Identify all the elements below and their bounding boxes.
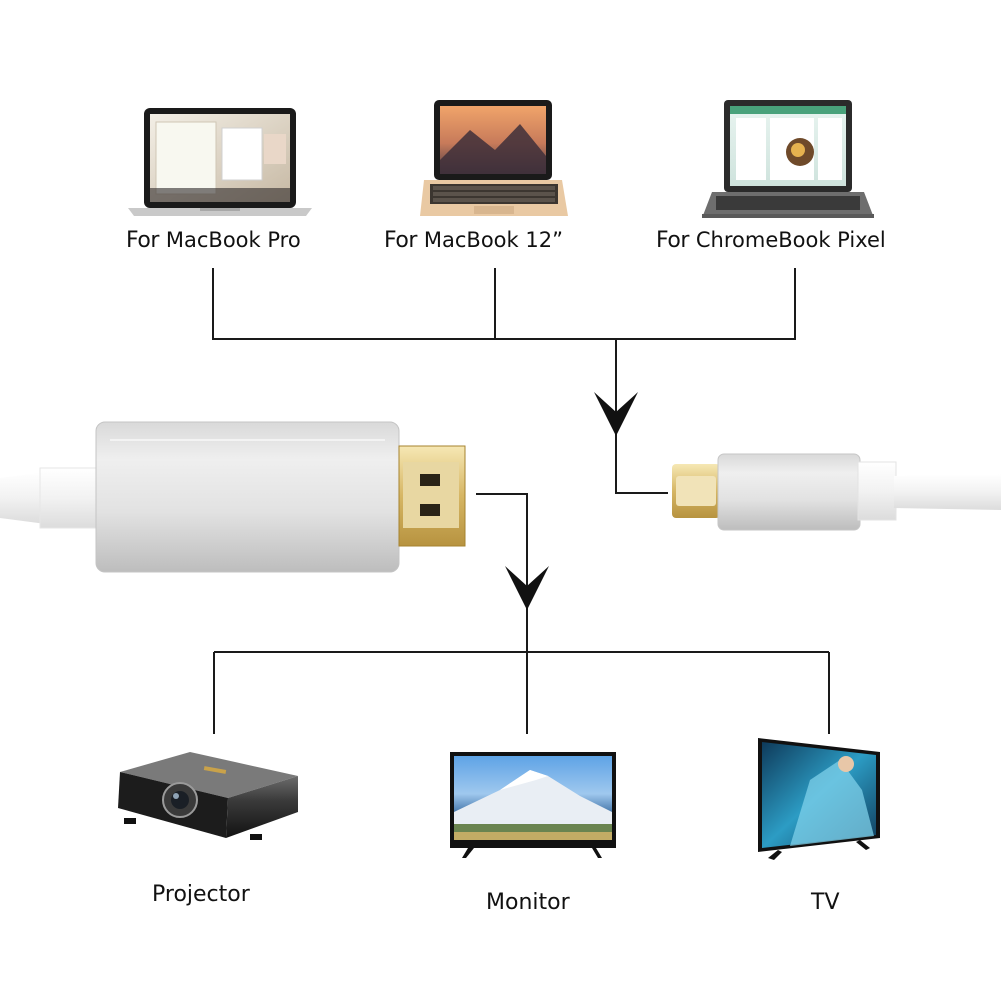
source-label-macbook-pro: For MacBook Pro <box>126 228 301 253</box>
source-prefix: For <box>384 228 417 253</box>
source-name: MacBook Pro <box>165 228 301 252</box>
output-connector-lines <box>213 493 830 734</box>
macbook-pro-icon <box>128 108 312 216</box>
usb-c-connector <box>672 453 1001 531</box>
source-connector-lines <box>212 268 796 494</box>
arrow-down-icon <box>594 392 638 436</box>
chromebook-pixel-icon <box>702 100 874 218</box>
arrow-down-icon <box>505 566 549 610</box>
monitor-icon <box>450 752 616 858</box>
hdmi-connector <box>0 421 466 573</box>
output-label-projector: Projector <box>152 882 250 907</box>
output-label-monitor: Monitor <box>486 890 570 915</box>
source-name: ChromeBook Pixel <box>695 228 886 252</box>
source-label-chromebook-pixel: For ChromeBook Pixel <box>656 228 886 253</box>
source-prefix: For <box>656 228 689 253</box>
source-prefix: For <box>126 228 159 253</box>
macbook-12-icon <box>420 100 568 216</box>
output-label-tv: TV <box>811 890 840 915</box>
source-label-macbook-12: For MacBook 12” <box>384 228 563 253</box>
source-name: MacBook 12” <box>423 228 563 252</box>
tv-icon <box>758 738 880 860</box>
projector-icon <box>118 752 298 840</box>
